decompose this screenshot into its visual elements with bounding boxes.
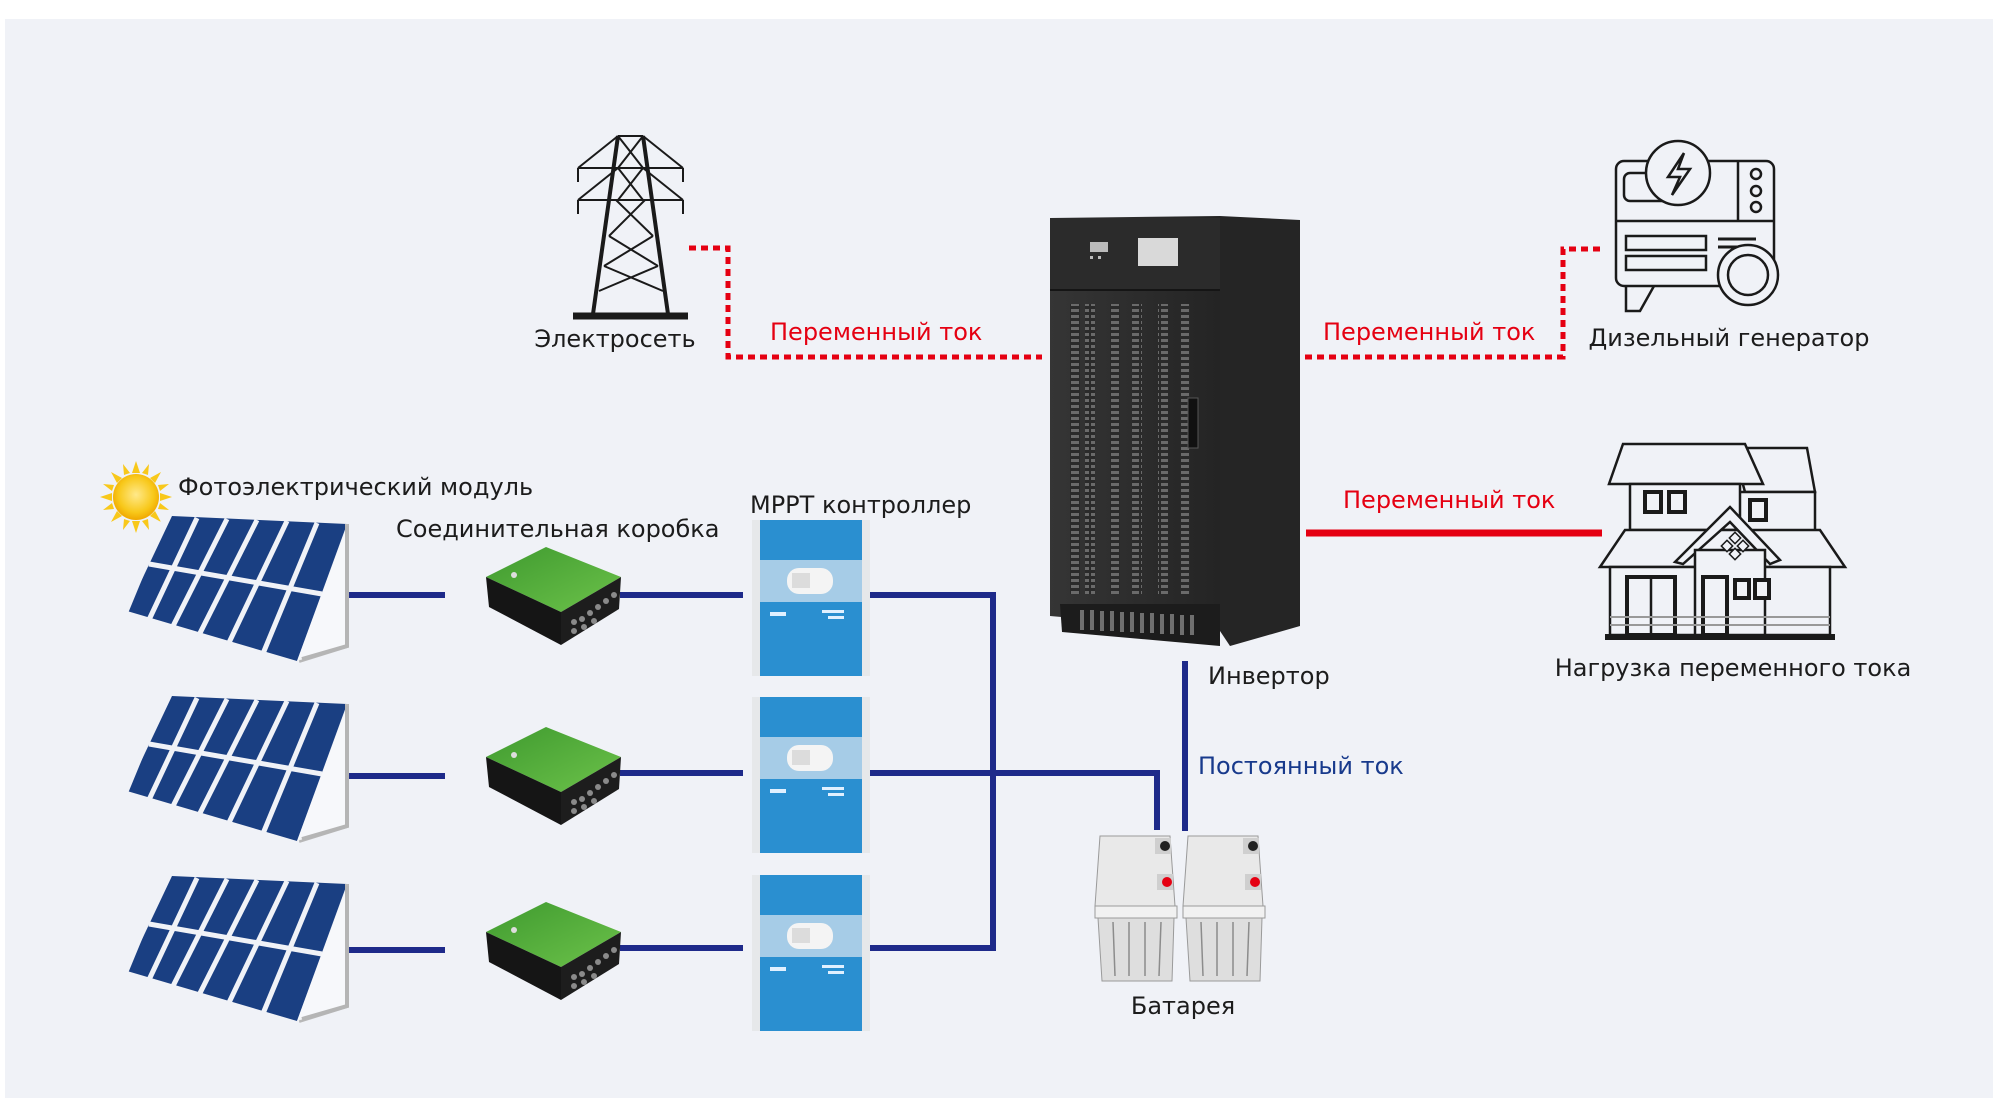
battery-icon: [1094, 835, 1178, 982]
dc-link-bus-to-battery: [993, 770, 1160, 830]
mppt-label: MPPT контроллер: [750, 491, 972, 519]
ac-load-label: Нагрузка переменного тока: [1554, 654, 1912, 682]
mppt-controller-icon: [752, 520, 870, 676]
mppt-controller-icon: [752, 697, 870, 853]
mppt-controller-icon: [752, 875, 870, 1031]
ac-label-load: Переменный ток: [1343, 486, 1556, 514]
generator-label: Дизельный генератор: [1588, 324, 1870, 352]
house-icon: [1597, 442, 1848, 640]
generator-icon: [1614, 139, 1780, 313]
ac-label-grid: Переменный ток: [770, 318, 983, 346]
dc-bus: [990, 592, 996, 951]
battery-icon: [1182, 835, 1266, 982]
ac-link-generator-to-inverter: [1305, 246, 1605, 360]
power-tower-icon: [573, 135, 688, 320]
grid-label: Электросеть: [534, 325, 696, 353]
sun-icon: [100, 461, 172, 533]
inverter-label: Инвертор: [1208, 662, 1330, 690]
dc-label-battery: Постоянный ток: [1198, 752, 1404, 780]
battery-label: Батарея: [1130, 992, 1236, 1020]
ac-link-grid-to-inverter: [689, 245, 1042, 360]
pv-module-label: Фотоэлектрический модуль: [178, 473, 534, 501]
junction-box-label: Соединительная коробка: [396, 515, 720, 543]
dc-wiring: [345, 592, 1188, 953]
ac-label-generator: Переменный ток: [1323, 318, 1536, 346]
inverter-cabinet-icon: [1050, 216, 1300, 646]
